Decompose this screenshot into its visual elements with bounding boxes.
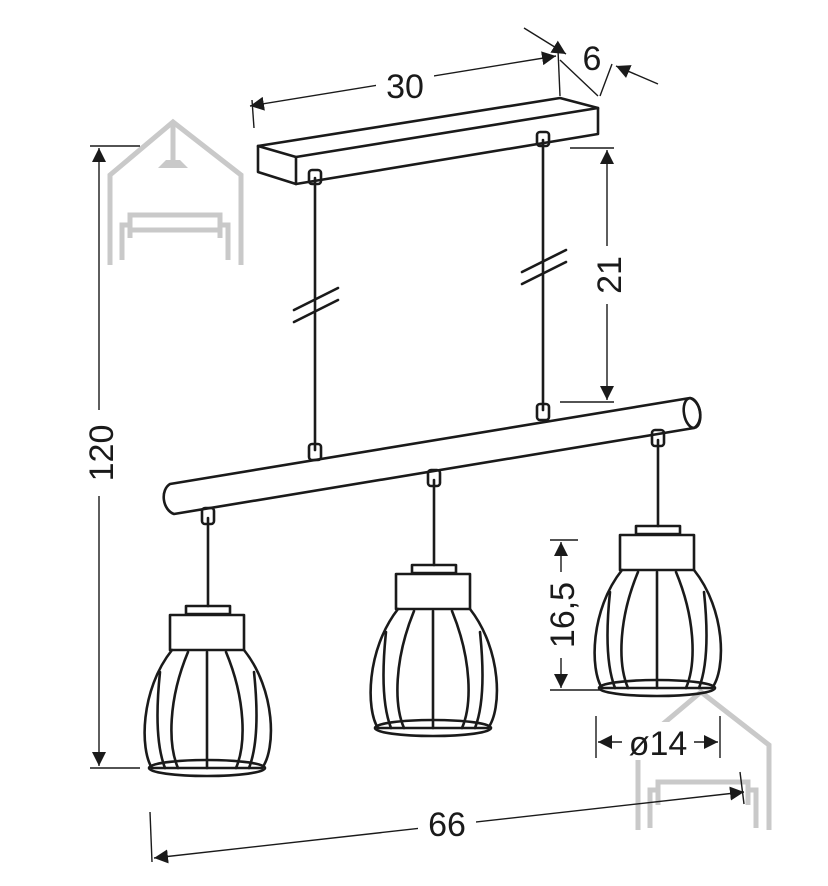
dimension-label-bar-length: 66 [428, 806, 466, 844]
lamp-bar [162, 396, 702, 516]
dimension-total-height: 120 [80, 145, 140, 769]
dimension-label-total-height: 120 [83, 425, 121, 482]
ceiling-canopy [256, 96, 600, 186]
dimension-label-suspension-length: 21 [591, 256, 629, 294]
dimension-canopy-width: 6 [523, 27, 659, 97]
dimension-canopy-length: 30 [249, 49, 561, 129]
house-lamp-sofa-watermark-icon [107, 118, 244, 265]
lamp-shade-left [143, 506, 273, 778]
dimension-shade-diameter: ø14 [595, 716, 721, 763]
dimension-label-canopy-width: 6 [583, 40, 602, 78]
dimension-bar-length: 66 [149, 771, 745, 864]
dimension-shade-height: 16,5 [544, 539, 600, 691]
dimension-label-shade-diameter: ø14 [629, 725, 688, 763]
dimension-label-shade-height: 16,5 [544, 582, 582, 648]
dimension-suspension-length: 21 [560, 147, 629, 403]
suspension-cables [292, 130, 568, 462]
lamp-shade-right [593, 428, 723, 698]
dimension-label-canopy-length: 30 [386, 68, 424, 106]
lamp-shade-middle [369, 468, 499, 738]
